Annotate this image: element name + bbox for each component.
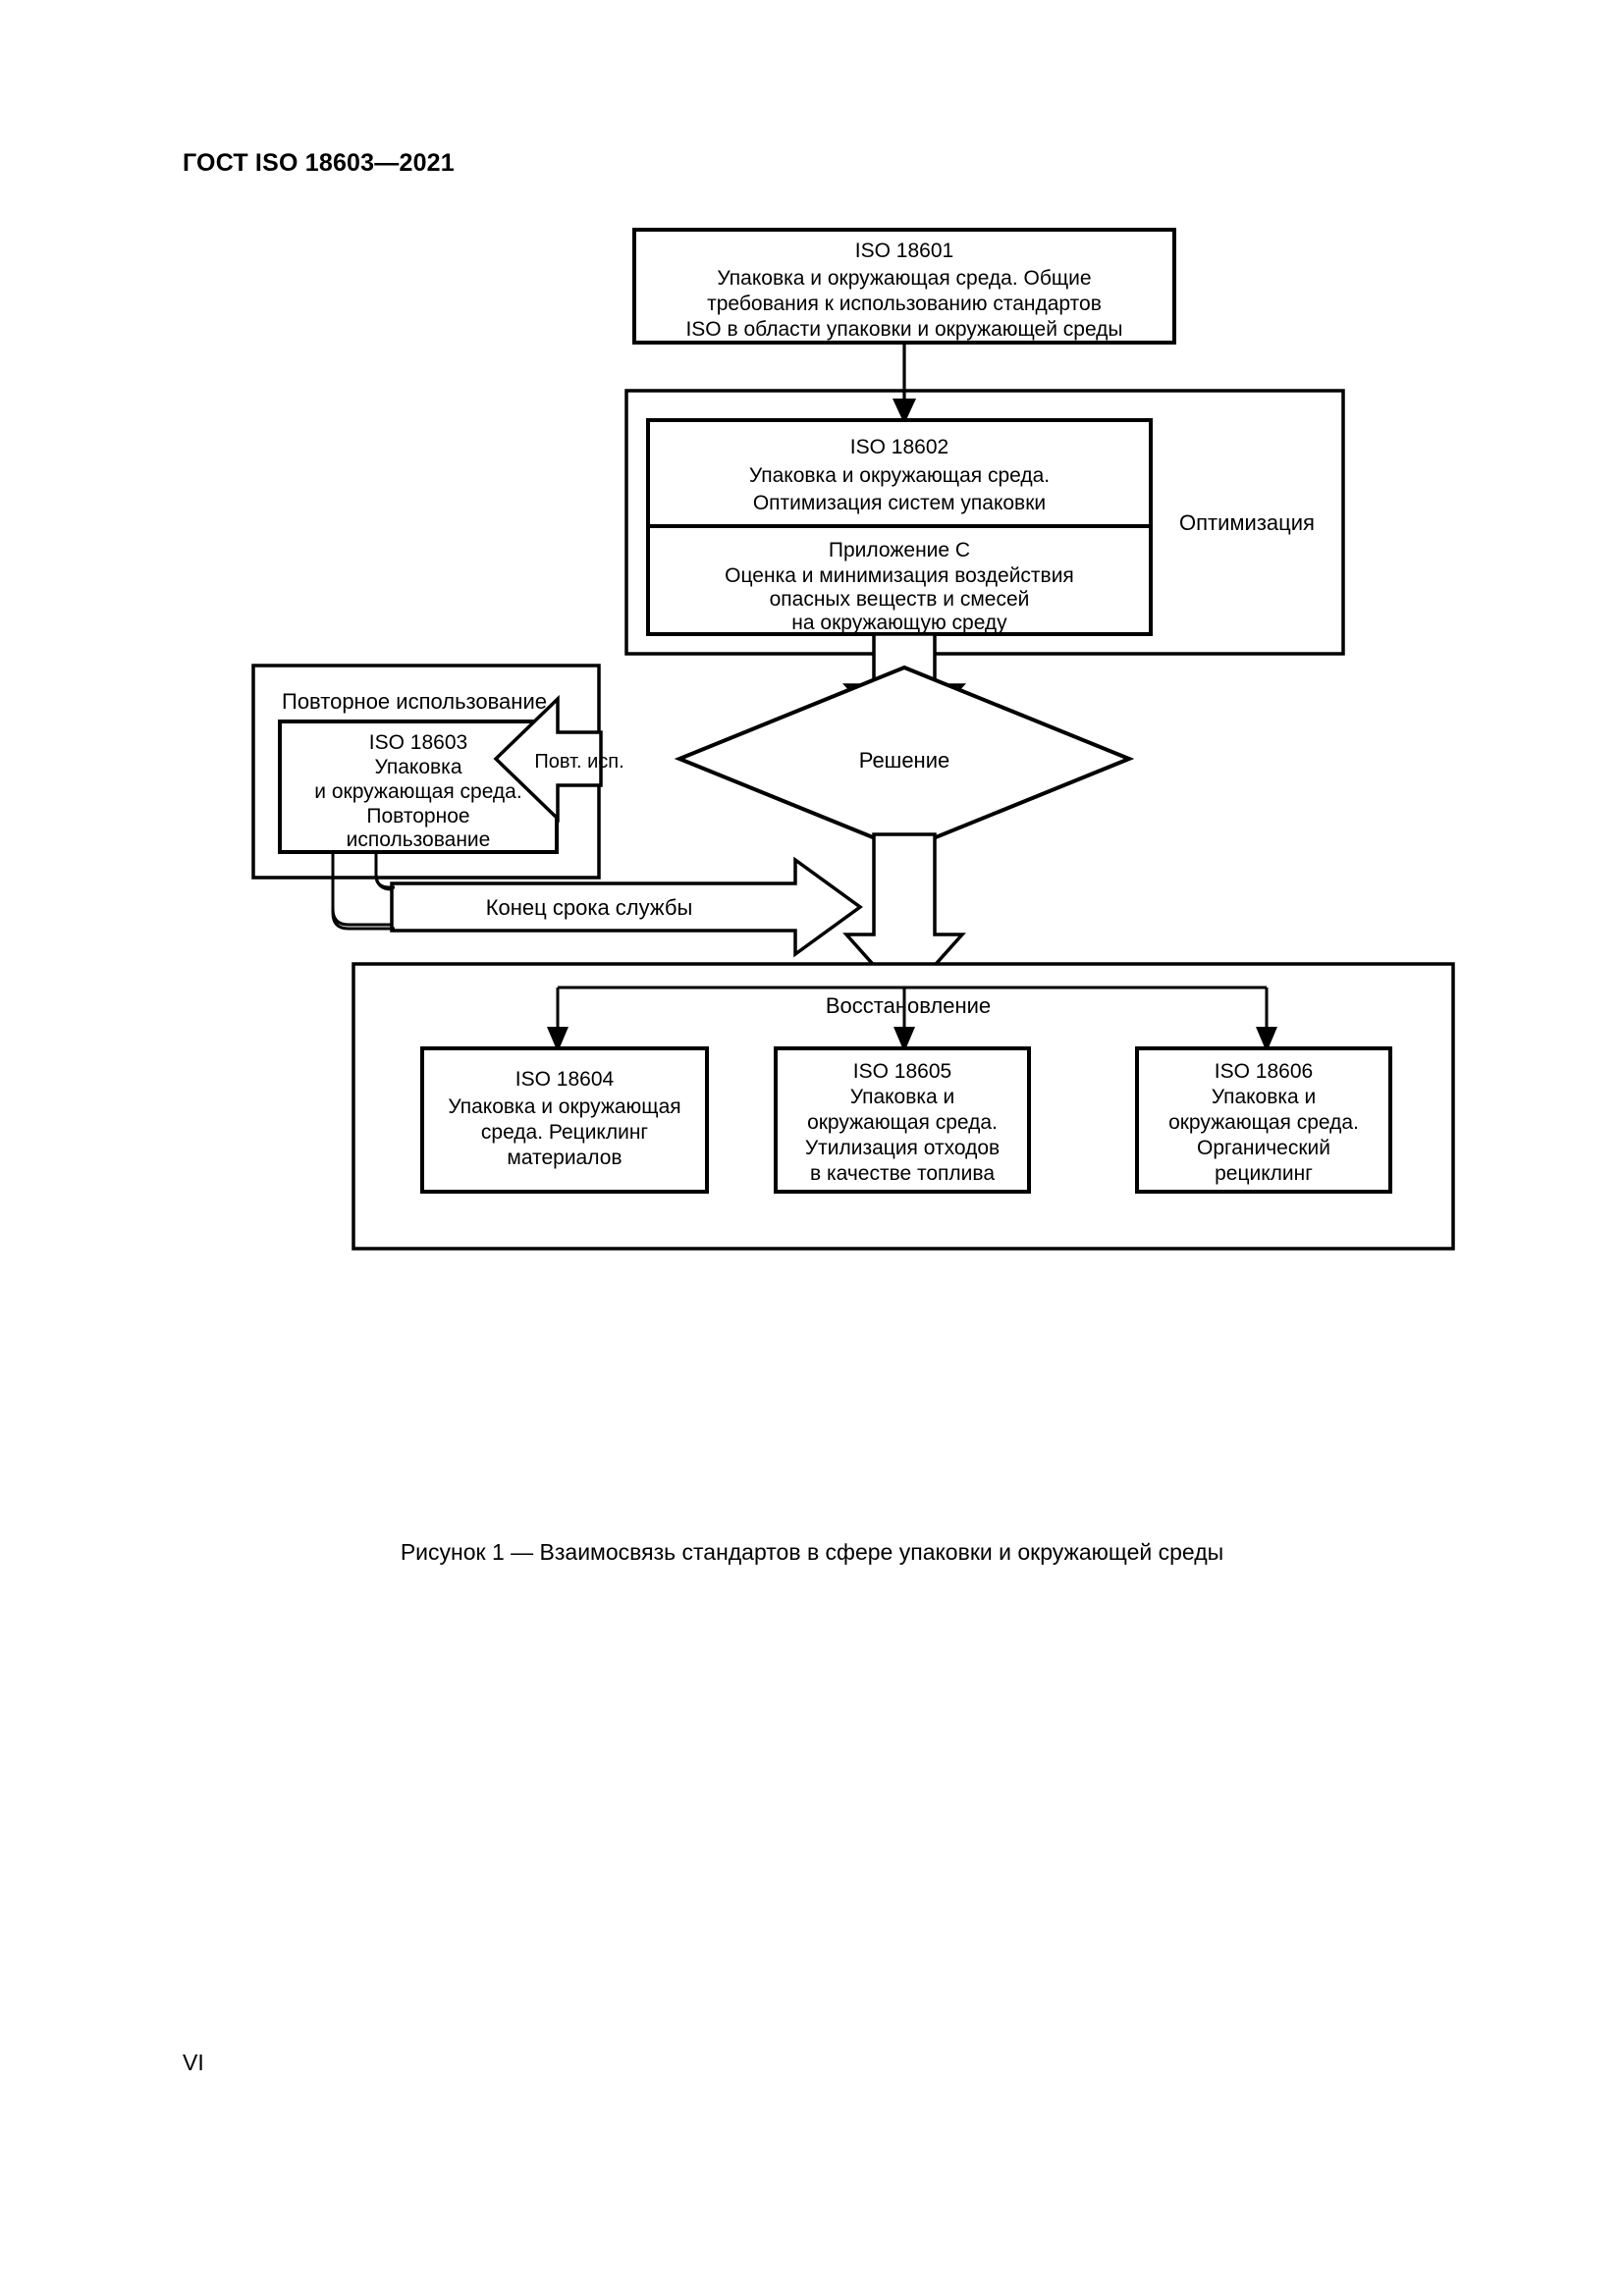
iso18601-line-1: Упаковка и окружающая среда. Общие	[717, 267, 1091, 290]
group-recovery-label: Восстановление	[826, 993, 991, 1018]
annex-c-line-3: на окружающую среду	[791, 612, 1007, 634]
iso18603-line-4: использование	[347, 828, 491, 851]
iso18605-line-3: Утилизация отходов	[805, 1137, 1000, 1159]
annex-c-line-1: Оценка и минимизация воздействия	[725, 564, 1074, 587]
node-iso18606: ISO 18606 Упаковка и окружающая среда. О…	[1135, 1046, 1392, 1194]
edge-end-of-life: Конец срока службы	[331, 852, 863, 958]
iso18606-line-2: окружающая среда.	[1168, 1111, 1359, 1134]
iso18604-line-2: среда. Рециклинг	[481, 1121, 649, 1144]
edge-iso18601-to-iso18602	[893, 343, 916, 424]
iso18603-line-2: и окружающая среда.	[314, 780, 521, 803]
iso18601-line-2: требования к использованию стандартов	[707, 293, 1102, 315]
node-iso18602: ISO 18602 Упаковка и окружающая среда. О…	[646, 418, 1153, 528]
iso18605-line-2: окружающая среда.	[807, 1111, 998, 1134]
iso18603-standard: ISO 18603	[369, 731, 467, 754]
iso18602-line-1: Упаковка и окружающая среда.	[749, 464, 1050, 487]
document-header: ГОСТ ISO 18603—2021	[183, 149, 455, 177]
node-iso18603: ISO 18603 Упаковка и окружающая среда. П…	[278, 720, 559, 854]
iso18603-line-3: Повторное	[366, 805, 469, 828]
group-reuse-label: Повторное использование	[282, 689, 547, 714]
edge-label-reuse-branch: Повт. исп.	[534, 751, 623, 773]
iso18605-line-4: в качестве топлива	[810, 1162, 995, 1185]
iso18602-line-2: Оптимизация систем упаковки	[753, 492, 1046, 514]
figure-1: ISO 18601 Упаковка и окружающая среда. О…	[0, 196, 1624, 1565]
standards-relationship-diagram: ISO 18601 Упаковка и окружающая среда. О…	[251, 228, 1455, 1251]
node-decision: Решение	[674, 665, 1135, 853]
figure-caption: Рисунок 1 — Взаимосвязь стандартов в сфе…	[400, 1539, 1224, 1565]
annex-c-standard: Приложение С	[829, 539, 970, 561]
node-iso18604: ISO 18604 Упаковка и окружающая среда. Р…	[420, 1046, 709, 1194]
iso18604-standard: ISO 18604	[515, 1068, 615, 1091]
page-number: VI	[183, 2050, 204, 2075]
edge-recovery-distribution	[547, 986, 1277, 1052]
node-iso18605: ISO 18605 Упаковка и окружающая среда. У…	[774, 1046, 1031, 1194]
iso18601-line-3: ISO в области упаковки и окружающей сред…	[685, 318, 1122, 341]
iso18601-standard: ISO 18601	[855, 240, 953, 262]
node-annex-c: Приложение С Оценка и минимизация воздей…	[646, 524, 1153, 636]
edge-decision-to-reuse: Повт. исп.	[493, 694, 624, 824]
iso18604-line-1: Упаковка и окружающая	[448, 1095, 680, 1118]
node-iso18601: ISO 18601 Упаковка и окружающая среда. О…	[632, 228, 1176, 345]
group-optimization-label: Оптимизация	[1179, 510, 1315, 535]
iso18605-standard: ISO 18605	[853, 1060, 951, 1083]
iso18603-line-1: Упаковка	[374, 756, 461, 778]
decision-label: Решение	[859, 748, 950, 773]
iso18605-line-1: Упаковка и	[850, 1086, 955, 1108]
iso18606-line-4: рециклинг	[1215, 1162, 1313, 1185]
annex-c-line-2: опасных веществ и смесей	[770, 588, 1030, 611]
iso18606-line-3: Органический	[1197, 1137, 1330, 1159]
iso18606-line-1: Упаковка и	[1212, 1086, 1317, 1108]
iso18606-standard: ISO 18606	[1215, 1060, 1313, 1083]
edge-label-end-of-life: Конец срока службы	[486, 895, 693, 920]
iso18602-standard: ISO 18602	[850, 436, 948, 458]
iso18604-line-3: материалов	[507, 1147, 622, 1169]
